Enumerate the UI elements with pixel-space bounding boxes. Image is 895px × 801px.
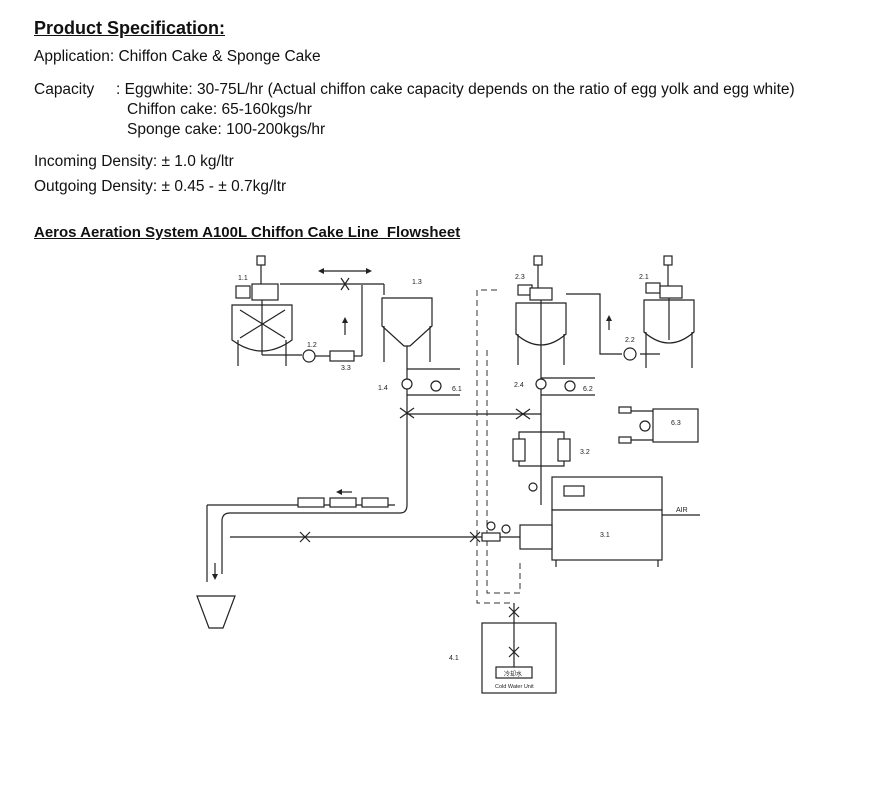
label-1-4: 1.4 [378,385,388,392]
unit-6-3 [652,408,699,443]
filter-3-3 [329,350,355,362]
capacity-chiffon: Chiffon cake: 65-160kgs/hr [127,101,312,118]
pump-2-4-icon [535,378,547,390]
label-1-1: 1.1 [238,275,248,282]
tank-2-1 [640,255,695,368]
label-3-1: 3.1 [600,532,610,539]
label-3-3: 3.3 [341,365,351,372]
hopper-1-3 [381,297,433,505]
capacity-eggwhite: : Eggwhite: 30-75L/hr (Actual chiffon ca… [116,81,795,98]
label-1-3: 1.3 [412,279,422,286]
label-2-4: 2.4 [514,382,524,389]
tank-2-3 [515,255,567,505]
flowsheet-title: Aeros Aeration System A100L Chiffon Cake… [34,224,461,241]
label-air: AIR [676,507,688,514]
pump-1-4-icon [401,378,413,390]
label-cold-water-en: Cold Water Unit [495,684,534,690]
label-cold-water-cn: 冷却水 [504,670,522,678]
cold-water-unit-4-1 [481,603,557,694]
label-2-2: 2.2 [625,337,635,344]
pump-1-2-icon [302,349,316,363]
pump-2-2-icon [623,347,637,361]
spec-heading: Product Specification: [34,18,226,38]
capacity-sponge: Sponge cake: 100-200kgs/hr [127,121,326,138]
label-1-2: 1.2 [307,342,317,349]
label-6-1: 6.1 [452,386,462,393]
application-line: Application: Chiffon Cake & Sponge Cake [34,48,321,65]
label-6-2: 6.2 [583,386,593,393]
aeration-unit-3-1 [519,476,700,567]
label-2-3: 2.3 [515,274,525,281]
capacity-label: Capacity [34,81,95,98]
discharge-hopper [196,595,236,629]
label-3-2: 3.2 [580,449,590,456]
tank-1-1 [231,255,302,366]
label-6-3: 6.3 [671,420,681,427]
filter-3-2b [557,438,571,462]
incoming-density: Incoming Density: ± 1.0 kg/ltr [34,153,234,170]
label-2-1: 2.1 [639,274,649,281]
label-4-1: 4.1 [449,655,459,662]
outgoing-density: Outgoing Density: ± 0.45 - ± 0.7kg/ltr [34,178,287,195]
filter-3-2a [512,438,526,462]
